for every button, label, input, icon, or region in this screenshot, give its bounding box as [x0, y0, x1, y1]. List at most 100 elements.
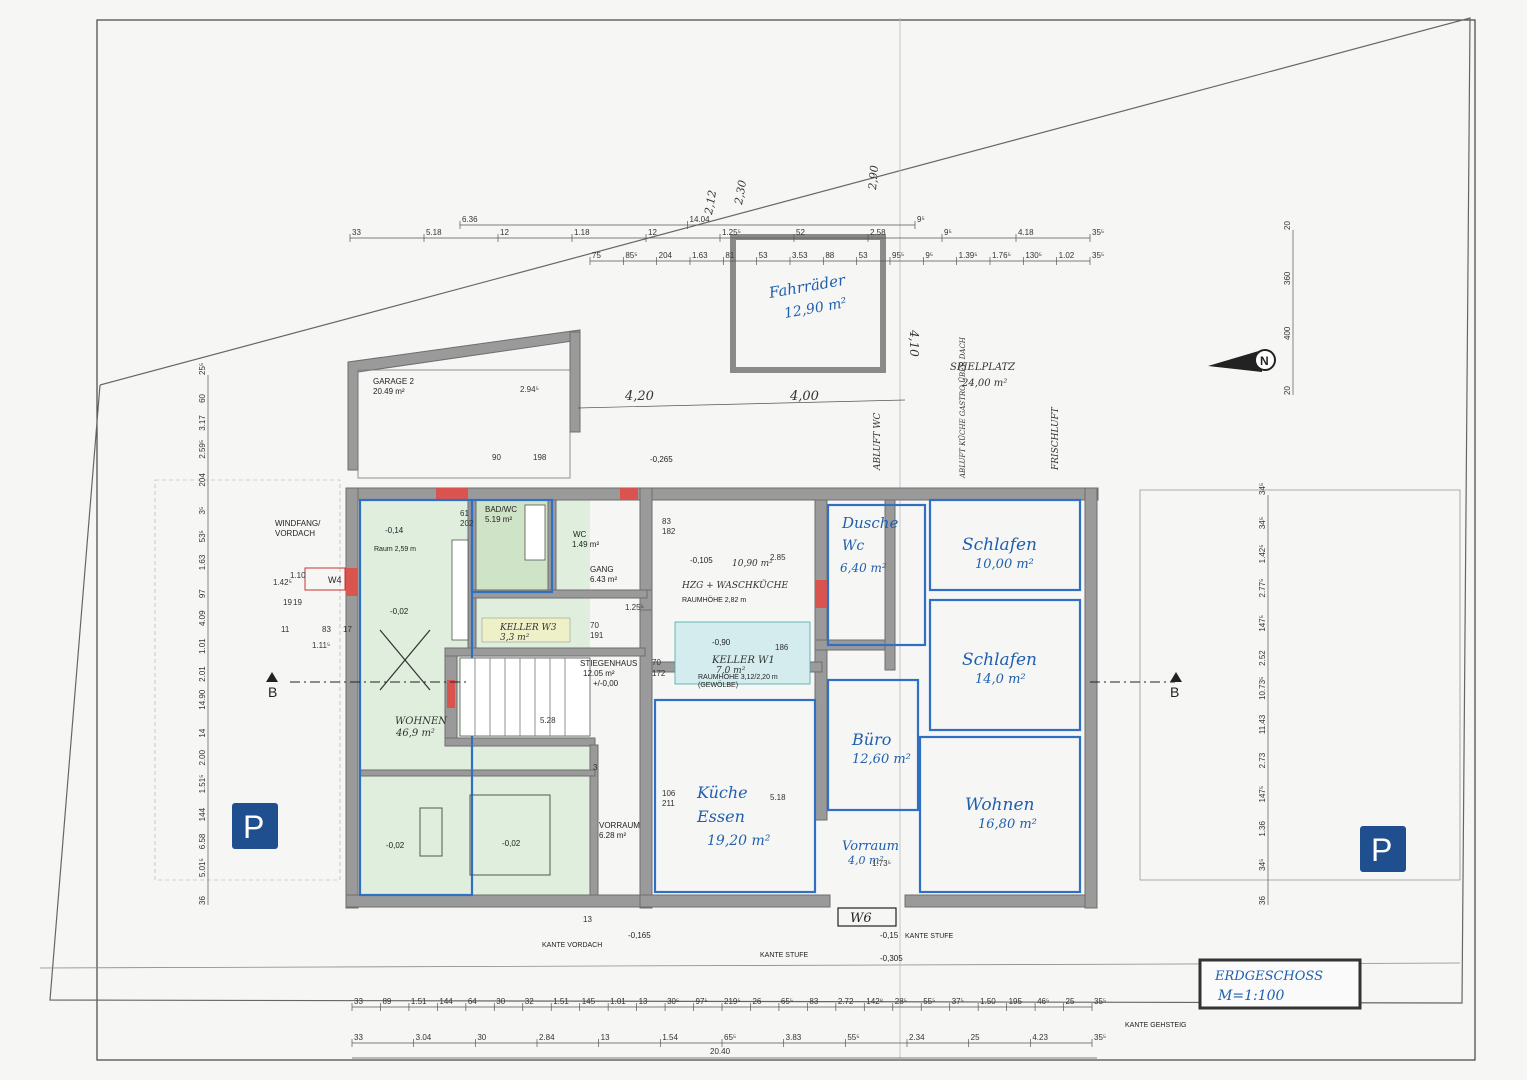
kante-stufe-1: KANTE STUFE: [760, 952, 809, 959]
dimension-label: 172: [652, 669, 666, 678]
dim-290: 2,90: [866, 165, 881, 192]
dimension-label: 144: [198, 807, 207, 821]
dimension-label: 5.18: [426, 228, 442, 237]
dimension-label: 95⁵: [892, 251, 904, 260]
dimension-label: 97: [198, 589, 207, 598]
dimension-label: 147⁵: [1258, 615, 1267, 632]
raum-note: Raum 2,59 m: [374, 546, 416, 553]
dimension-label: 37⁵: [952, 997, 964, 1006]
dimension-label: 83: [809, 997, 818, 1006]
dimension-label: 198: [533, 453, 547, 462]
dimension-column-right: 34⁵34⁵1.42⁵2.77⁵147⁵2.5210.73⁵11.432.731…: [1258, 483, 1269, 905]
dimension-label: 3.53: [792, 251, 808, 260]
bicycle-shed-area: 12,90 m²: [783, 295, 849, 322]
level-5: -0,90: [712, 638, 731, 647]
playground-label: SPIELPLATZ: [950, 362, 1016, 373]
dimension-label: 88: [825, 251, 834, 260]
dimension-label: 211: [662, 799, 675, 808]
dimension-label: 5.01⁵: [198, 858, 207, 877]
dimension-label: 30⁵: [667, 997, 679, 1006]
dimension-label: 400: [1283, 326, 1292, 340]
keller-w1-area: 7,0 m²: [716, 666, 746, 676]
dimension-label: 5.18: [770, 793, 786, 802]
gang-name: GANG: [590, 565, 614, 574]
dimension-label: 14.90: [198, 689, 207, 710]
dimension-label: 6.58: [198, 833, 207, 849]
dim-400: 4,00: [789, 389, 819, 404]
bicycle-shed: [730, 234, 886, 373]
vorraum-right-area: 4,0 m²: [847, 854, 884, 867]
kante-stufe-2: KANTE STUFE: [905, 933, 954, 940]
schlafen1-area: 10,00 m²: [975, 557, 1034, 572]
level-4: -0,105: [690, 556, 713, 565]
dimension-label: 1.42⁵: [1258, 544, 1267, 563]
dimension-label: 52: [796, 228, 805, 237]
dimension-label: 70: [590, 621, 599, 630]
wohnen-right-area: 16,80 m²: [978, 817, 1037, 832]
keller1-gewoelbe: (GEWÖLBE): [698, 681, 738, 689]
wc-area: 1.49 m²: [572, 540, 599, 549]
dimension-label: 9⁵: [944, 228, 952, 237]
dimension-label: 142⁸: [866, 997, 883, 1006]
wc-name: WC: [573, 530, 587, 539]
dimension-label: 30: [496, 997, 505, 1006]
dimension-label: 35⁵: [1094, 1033, 1106, 1042]
dim-230: 2,30: [732, 179, 749, 206]
dimension-label: 4.09: [198, 610, 207, 626]
dimension-label: 26: [752, 997, 761, 1006]
parking-icon-left: P: [232, 803, 278, 849]
dimension-label: 144: [439, 997, 453, 1006]
dimension-label: 12: [648, 228, 657, 237]
dimension-label: 3.17: [198, 415, 207, 431]
dusche-wc: Wc: [842, 538, 864, 554]
dimension-label: 219⁵: [724, 997, 741, 1006]
dimension-label: 14: [198, 728, 207, 737]
frischluft: FRISCHLUFT: [1051, 406, 1061, 471]
dimension-label: 11: [281, 625, 290, 634]
dimension-label: 90: [492, 453, 501, 462]
garage-wall-top: [347, 329, 581, 471]
dimension-label: 55⁵: [923, 997, 935, 1006]
dimension-label: 75: [592, 251, 601, 260]
dimension-label: 130⁵: [1025, 251, 1042, 260]
playground-area: 24,00 m²: [961, 378, 1007, 389]
north-arrow-icon: N: [1208, 349, 1276, 372]
dusche-area: 6,40 m²: [840, 561, 887, 575]
dimension-label: 20: [1283, 386, 1292, 395]
wohnen-right-label: Wohnen: [965, 795, 1034, 815]
level-2: -0,14: [385, 526, 404, 535]
section-b-right: B: [1170, 684, 1179, 700]
dimension-label: 35⁵: [1092, 228, 1104, 237]
dimension-label: 33: [354, 997, 363, 1006]
dimension-label: 1.02: [1059, 251, 1075, 260]
kueche-area: 19,20 m²: [707, 833, 771, 849]
dimension-label: 5.28: [540, 716, 556, 725]
wohnen-left-area: 46,9 m²: [395, 728, 435, 739]
dimension-label: 1.42⁵: [273, 578, 292, 587]
dimension-label: 2.73: [1258, 752, 1267, 768]
level-9: -0,15: [880, 931, 899, 940]
dimension-label: 19: [293, 598, 302, 607]
svg-text:P: P: [1371, 832, 1392, 868]
dimension-label: 1.39⁵: [959, 251, 978, 260]
dimension-label: 4.18: [1018, 228, 1034, 237]
dimension-label: 81: [725, 251, 734, 260]
dimension-label: 19: [283, 598, 292, 607]
dimension-label: 70: [652, 658, 661, 667]
dimension-label: 9⁵: [925, 251, 933, 260]
svg-text:P: P: [243, 809, 264, 845]
dimension-label: 25: [1066, 997, 1075, 1006]
level-6: -0,02: [386, 841, 405, 850]
dimension-label: 186: [775, 643, 789, 652]
dimension-label: 360: [1283, 271, 1292, 285]
windfang-line2: VORDACH: [275, 529, 315, 538]
dimension-label: 53⁵: [198, 530, 207, 542]
dimension-label: 2.77⁵: [1258, 579, 1267, 598]
w6-label: W6: [850, 911, 872, 926]
dimension-label: 2.72: [838, 997, 854, 1006]
